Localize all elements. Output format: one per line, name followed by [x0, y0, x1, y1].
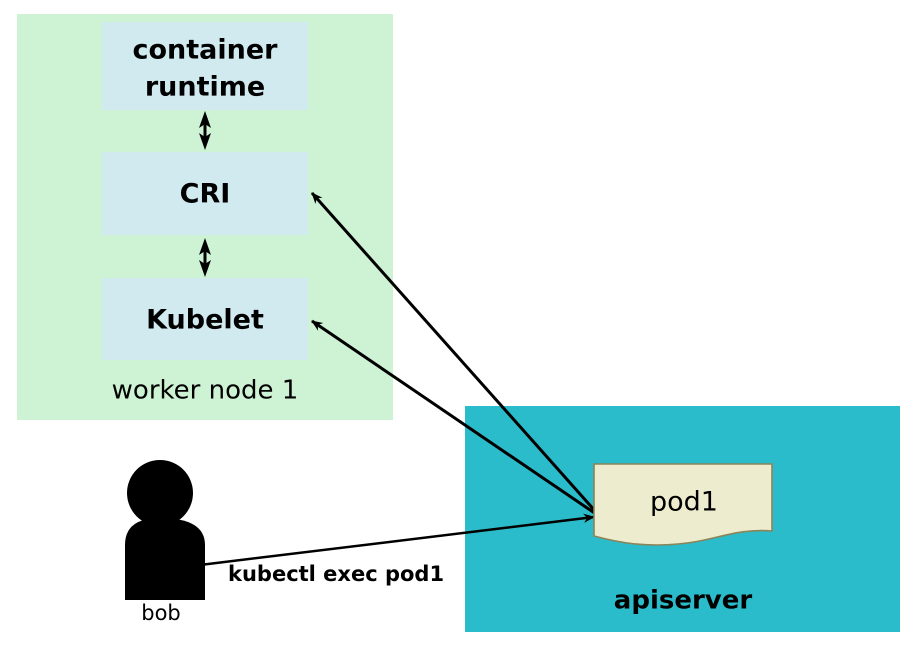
pod1-document-shape[interactable] [593, 463, 773, 546]
pod1-cri-arrow [310, 192, 598, 513]
worker-node-label: worker node 1 [112, 376, 299, 406]
component-container-runtime[interactable]: container runtime [102, 22, 308, 110]
bob-body-icon [125, 518, 205, 600]
bob-head-icon [127, 460, 193, 526]
runtime-cri-arrowhead-down [199, 133, 211, 150]
bob-pod1-arrow-label: kubectl exec pod1 [228, 562, 444, 586]
connector-pod1-to-kubelet [311, 319, 597, 516]
runtime-cri-arrowhead-up [199, 111, 211, 128]
container-runtime-label-line2: runtime [145, 72, 265, 103]
container-runtime-box[interactable] [102, 22, 308, 110]
cri-kubelet-arrowhead-up [199, 238, 211, 255]
bob-label: bob [141, 601, 181, 625]
bob-pod1-arrow [199, 513, 595, 567]
connector-cri-kubelet [199, 238, 211, 277]
apiserver-label: apiserver [614, 586, 753, 616]
component-kubelet[interactable]: Kubelet [102, 278, 308, 360]
container-runtime-label-line1: container [132, 35, 278, 66]
cri-box[interactable] [102, 152, 308, 235]
connector-runtime-cri [199, 111, 211, 150]
kubelet-box[interactable] [102, 278, 308, 360]
actor-bob[interactable]: bob [125, 460, 205, 625]
pod1-label: pod1 [650, 487, 718, 518]
kubelet-label: Kubelet [146, 305, 264, 336]
connector-bob-to-pod1: kubectl exec pod1 [199, 513, 595, 586]
component-cri[interactable]: CRI [102, 152, 308, 235]
cri-kubelet-arrowhead-down [199, 260, 211, 277]
pod1-kubelet-arrow [311, 319, 597, 516]
pod-pod1[interactable]: pod1 [593, 463, 773, 546]
connector-pod1-to-cri [310, 192, 598, 513]
cri-label: CRI [180, 179, 231, 210]
